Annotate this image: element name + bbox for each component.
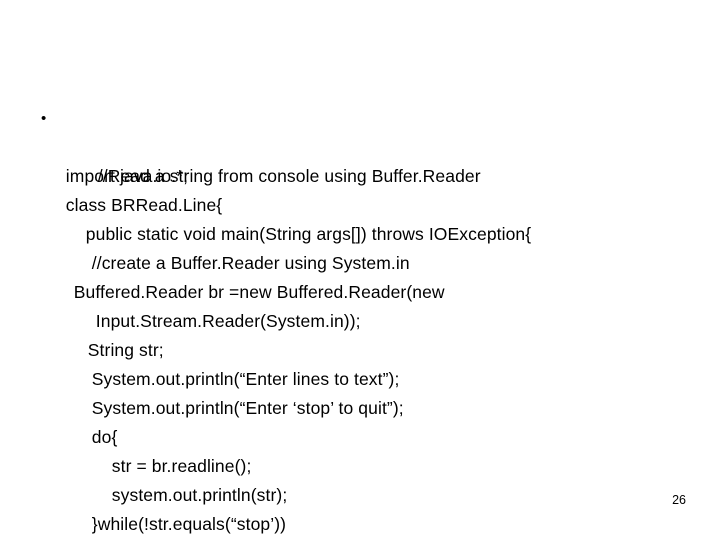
code-line-text: Input.Stream.Reader(System.in)); (95, 311, 361, 331)
code-line: import java.io.*; (0, 133, 720, 186)
code-line: str = br.readline(); (0, 423, 720, 476)
code-line-text: do{ (91, 427, 118, 447)
code-line-text: //create a Buffer.Reader using System.in (91, 253, 410, 273)
code-line: public static void main(String args[]) t… (0, 191, 720, 244)
code-line-text: System.out.println(“Enter lines to text”… (91, 369, 400, 389)
code-line-text: str = br.readline(); (111, 456, 252, 476)
code-line-text: }while(!str.equals(“stop’)) (91, 514, 287, 534)
code-line: • //Read a string from console using Buf… (0, 104, 720, 186)
bullet-icon: • (41, 110, 47, 127)
code-line-text: System.out.println(“Enter ‘stop’ to quit… (91, 398, 404, 418)
code-text-block: • //Read a string from console using Buf… (0, 104, 720, 540)
code-line: String str; (0, 307, 720, 360)
code-line: class BRRead.Line{ (0, 162, 720, 215)
code-line: system.out.println(str); (0, 452, 720, 505)
code-line: //create a Buffer.Reader using System.in (0, 220, 720, 273)
code-line-text: String str; (87, 340, 164, 360)
code-line-text: class BRRead.Line{ (65, 195, 223, 215)
code-line: Buffered.Reader br =new Buffered.Reader(… (0, 249, 720, 302)
code-line: Input.Stream.Reader(System.in)); (0, 278, 720, 331)
code-line-text: //Read a string from console using Buffe… (97, 166, 481, 186)
code-line: System.out.println(“Enter ‘stop’ to quit… (0, 365, 720, 418)
code-line: }while(!str.equals(“stop’)) (0, 481, 720, 534)
code-line-text: public static void main(String args[]) t… (85, 224, 532, 244)
page-number: 26 (672, 493, 686, 507)
code-line: do{ (0, 394, 720, 447)
code-line-text: system.out.println(str); (111, 485, 288, 505)
code-line-text: Buffered.Reader br =new Buffered.Reader(… (73, 282, 445, 302)
code-line-text: import java.io.*; (65, 166, 189, 186)
code-line: System.out.println(“Enter lines to text”… (0, 336, 720, 389)
